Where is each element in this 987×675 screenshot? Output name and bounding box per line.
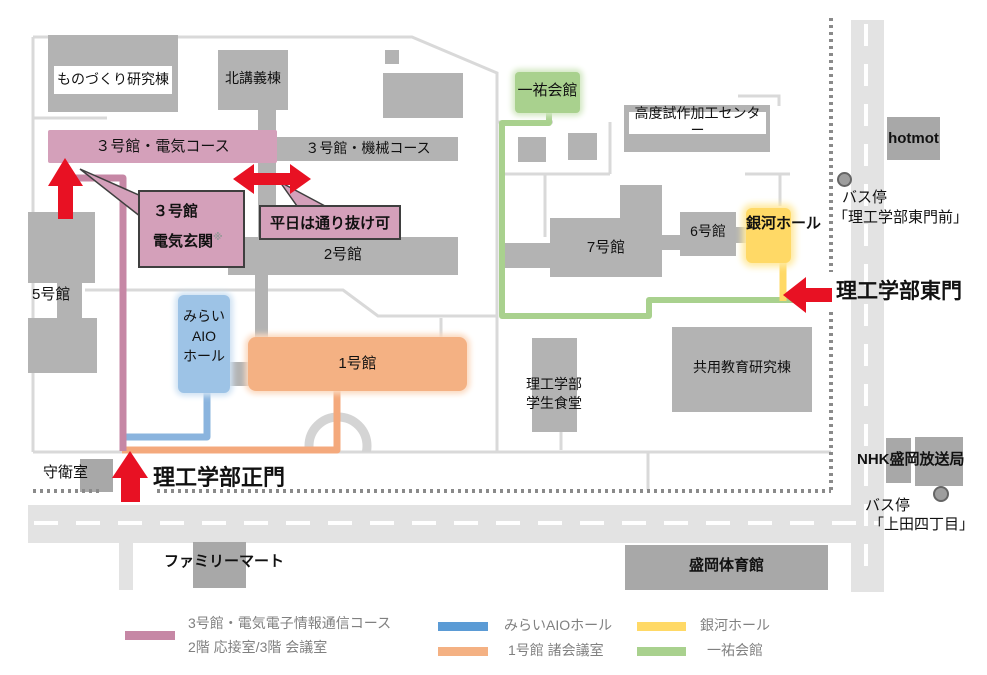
label-ichiyu-kaikan: 一祐会館 [517,81,578,99]
label-shokudo: 理工学部 学生食堂 [526,376,582,411]
route-no1 [122,386,341,454]
label-bus-east-1: バス停 [842,189,888,206]
building-no5-north [28,212,95,283]
horizontal-road-centerline [34,521,880,525]
building-kyoyo [672,327,812,412]
building-north-lecture [218,50,288,110]
monozukuri-label-band [54,66,172,94]
building-no6 [680,212,736,256]
label-no1: 1号館 [338,354,377,372]
legend-swatch-no3 [125,631,175,640]
entrance-callout: ３号館 電気玄関※ [138,190,245,268]
building-no1 [248,337,467,391]
weekday-callout-text: 平日は通り抜け可 [269,215,390,232]
small-building-b [518,137,546,162]
label-bus-ueda-2: 「上田四丁目」 [869,516,975,533]
building-ichiyu-kaikan [515,72,580,113]
building-no5-stem [57,283,82,318]
east-gate-arrow-left [783,277,832,313]
weekday-double-arrow [233,164,311,194]
label-north-lecture: 北講義棟 [225,70,281,87]
connector-mirai-no1 [230,362,250,386]
label-no3-electric: ３号館・電気コース [95,137,230,155]
main-gate-arrow-up [112,451,148,502]
legend-label-no3-line1: 3号館・電気電子情報通信コース [188,615,392,631]
legend-swatch-mirai [438,622,488,631]
no3-entrance-arrow-up [48,158,83,219]
legend-swatch-ginga [637,622,686,631]
label-familymart: ファミリーマート [164,553,285,570]
label-no5: 5号館 [32,286,71,303]
building-ginga-hall [746,208,791,263]
label-gym: 盛岡体育館 [688,556,764,574]
label-bus-ueda-1: バス停 [865,497,911,514]
building-no7-annex [620,185,662,218]
connector-no2-no1 [255,275,268,338]
legend-swatch-no1 [438,647,488,656]
legend-label-no3-line2: 2階 応接室/3階 会議室 [188,639,328,655]
building-no3-electric [48,130,277,163]
building-guard [80,459,113,492]
label-mirai-aio: みらい AIO ホール [183,308,225,364]
entrance-callout-line1: ３号館 [153,203,199,220]
label-nhk: NHK盛岡放送局 [857,451,965,468]
vertical-road-centerline [864,24,868,584]
building-no2 [228,237,458,275]
building-no7 [550,218,662,277]
legend-label-no1: 1号館 諸会議室 [508,642,604,658]
label-guard: 守衛室 [43,464,89,481]
connector-no2-no7 [505,243,550,268]
entrance-callout-line2: 電気玄関※ [153,232,223,250]
connector-no6-ginga [736,227,746,243]
boundary-east-lower [829,312,833,491]
boundary-south-right [157,489,831,493]
connector-no7-no6 [662,235,680,250]
label-hotmot: hotmot [888,129,939,147]
kodo-label-band [629,112,766,134]
label-ginga-hall: 銀河ホール [746,215,822,232]
route-mirai [124,386,211,441]
weekday-callout: 平日は通り抜け可 [259,205,401,240]
label-bus-east-2: 「理工学部東門前」 [833,209,969,226]
legend-label-ichiyu: 一祐会館 [707,642,763,658]
route-no3 [70,174,127,451]
small-building-c [568,133,597,160]
label-no7: 7号館 [586,238,626,256]
label-main-gate: 理工学部正門 [153,465,286,490]
label-no2: 2号館 [323,245,363,263]
building-gym [625,545,828,590]
building-no3-machine [277,137,458,161]
building-nhk-west [886,438,911,483]
small-building-a [385,50,399,64]
label-east-gate: 理工学部東門 [836,280,962,303]
label-kyoyo: 共用教育研究棟 [693,359,791,376]
building-familymart [193,542,246,588]
label-monozukuri: ものづくり研究棟 [57,71,169,88]
legend-swatch-ichiyu [637,647,686,656]
boundary-east-upper [829,18,833,272]
legend-label-ginga: 銀河ホール [700,617,770,633]
label-no3-machine: ３号館・機械コース [305,140,431,157]
building-hotmot [887,117,940,160]
building-nhk-east [915,437,963,486]
label-kodo-center: 高度試作加工センター [634,104,761,139]
route-ichiyu [499,106,794,319]
building-mirai-aio-hall [178,295,230,393]
building-no5-south [28,318,97,373]
legend-label-mirai: みらいAIOホール [504,617,613,633]
side-street [119,543,133,590]
bus-stop-ueda-marker [933,486,949,502]
label-no6: 6号館 [690,223,726,240]
boundary-south-left [33,489,103,493]
building-shokudo [532,338,577,432]
building-northeast [383,73,463,118]
entrance-callout-note: ※ [213,232,223,243]
bus-stop-east-marker [837,172,852,187]
